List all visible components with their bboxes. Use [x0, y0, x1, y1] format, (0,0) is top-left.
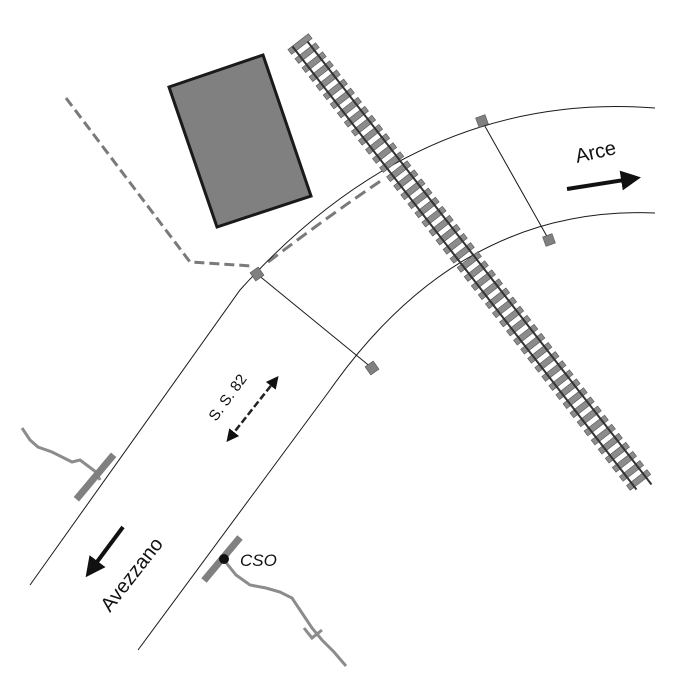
railway: [287, 33, 653, 491]
survey-marker: [249, 266, 265, 282]
cross-section-line-2: [481, 120, 550, 241]
road-edge-upper: [29, 106, 656, 586]
filled-circle-icon: [219, 554, 229, 564]
dashed-boundary-line: [64, 97, 253, 268]
building: [167, 53, 313, 229]
rail-left: [291, 45, 638, 491]
outfall-bar-left: [73, 452, 117, 502]
arrow-stream-icon: [302, 627, 323, 641]
survey-marker: [542, 233, 556, 247]
double-arrow-icon: [226, 376, 279, 442]
dashed-boundary-curve: [267, 178, 383, 264]
railway-sleepers: [287, 33, 652, 491]
arrow-right-icon: [566, 170, 641, 191]
road-edge-lower: [137, 212, 656, 651]
rail-right: [306, 40, 653, 486]
label-road-name: S. S. 82: [205, 371, 250, 424]
survey-marker: [364, 360, 380, 376]
stream-left: [20, 427, 102, 481]
survey-marker: [475, 114, 489, 128]
stream-cso: [222, 559, 348, 667]
label-cso: CSO: [240, 551, 277, 570]
cross-section-line-1: [256, 273, 373, 369]
arrow-down-left-icon: [85, 525, 125, 578]
label-arce: Arce: [573, 137, 618, 168]
